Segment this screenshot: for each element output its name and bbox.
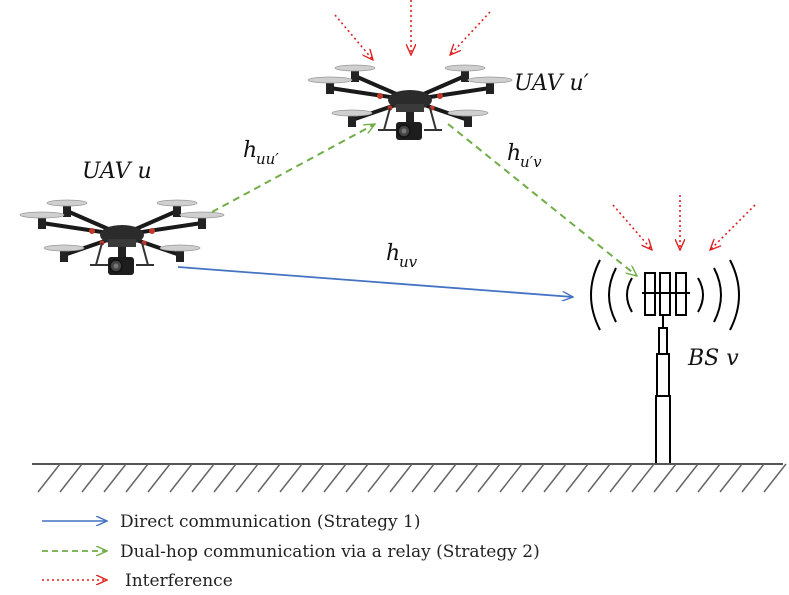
channel-label-uu-prime: h uu′ — [243, 138, 279, 168]
channel-label-uv: h uv — [386, 241, 418, 271]
ground-hatch-line — [455, 463, 479, 493]
ground-hatch-line — [345, 463, 369, 493]
ground-hatch-line — [631, 463, 655, 493]
ground-hatch-line — [323, 463, 347, 493]
ground-hatch-line — [499, 463, 523, 493]
uav-u-label: UAV u — [82, 159, 152, 184]
legend-relay-label: Dual-hop communication via a relay (Stra… — [120, 542, 540, 562]
ground — [32, 463, 787, 493]
legend-direct-label: Direct communication (Strategy 1) — [120, 512, 420, 532]
ground-hatch-line — [37, 463, 61, 493]
ground-hatch-line — [411, 463, 435, 493]
uav-u-drone — [18, 198, 226, 277]
uav-u-prime-label: UAV u′ — [514, 71, 589, 96]
ground-hatch-line — [719, 463, 743, 493]
svg-text:h: h — [243, 138, 257, 163]
ground-hatch-line — [367, 463, 391, 493]
svg-text:uv: uv — [399, 253, 418, 271]
ground-hatch-line — [675, 463, 699, 493]
svg-text:uu′: uu′ — [256, 150, 279, 168]
ground-hatch-line — [653, 463, 677, 493]
interference-arrows-bs — [612, 195, 756, 250]
ground-hatch-line — [279, 463, 303, 493]
ground-hatch-line — [147, 463, 171, 493]
ground-hatch-line — [169, 463, 193, 493]
ground-hatch-line — [565, 463, 589, 493]
ground-hatch-line — [191, 463, 215, 493]
bs-v-label: BS v — [687, 346, 739, 371]
ground-hatch-line — [235, 463, 259, 493]
legend-interference-label: Interference — [125, 571, 233, 591]
interference-arrows-uav — [334, 0, 491, 60]
ground-hatch-line — [521, 463, 545, 493]
ground-hatch-line — [763, 463, 787, 493]
base-station — [590, 259, 740, 465]
svg-text:u′v: u′v — [520, 153, 542, 171]
ground-hatch-line — [257, 463, 281, 493]
direct-link-uv — [177, 266, 573, 297]
ground-hatch-line — [59, 463, 83, 493]
svg-text:h: h — [507, 141, 521, 166]
ground-hatch-line — [213, 463, 237, 493]
ground-hatch-line — [433, 463, 457, 493]
ground-hatch-line — [103, 463, 127, 493]
ground-hatch-line — [543, 463, 567, 493]
ground-hatch-line — [81, 463, 105, 493]
ground-hatch-line — [301, 463, 325, 493]
channel-label-u-prime-v: h u′v — [507, 141, 542, 171]
relay-link-u-prime-v — [447, 123, 637, 276]
ground-hatch-line — [697, 463, 721, 493]
legend: Direct communication (Strategy 1) Dual-h… — [42, 512, 540, 591]
ground-hatch-line — [609, 463, 633, 493]
relay-link-uu-prime — [211, 123, 375, 213]
ground-hatch-line — [587, 463, 611, 493]
uav-u-prime-drone — [306, 63, 514, 142]
ground-hatch-line — [741, 463, 765, 493]
svg-text:h: h — [386, 241, 400, 266]
ground-hatch-line — [389, 463, 413, 493]
ground-hatch-line — [125, 463, 149, 493]
ground-hatch-line — [477, 463, 501, 493]
